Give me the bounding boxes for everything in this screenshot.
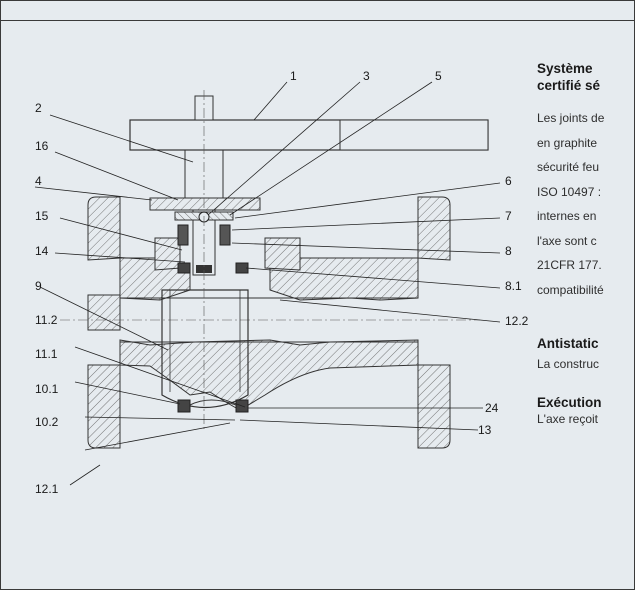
packing-right xyxy=(219,224,231,246)
paragraph-line: en graphite xyxy=(537,135,598,150)
label-10-1: 10.1 xyxy=(35,382,59,396)
seat-lower-left xyxy=(177,399,191,413)
label-12-1: 12.1 xyxy=(35,482,59,496)
label-6: 6 xyxy=(505,174,512,188)
paragraph-line: l'axe sont c xyxy=(537,233,597,248)
section-heading: Système certifié sé xyxy=(537,60,633,94)
left-flange xyxy=(87,196,121,331)
label-8-1: 8.1 xyxy=(505,279,522,293)
paragraph-line: ISO 10497 : xyxy=(537,184,602,199)
body-neck xyxy=(154,237,301,271)
body-paragraph: Les joints de en graphite sécurité feu I… xyxy=(537,106,633,302)
label-14: 14 xyxy=(35,244,49,258)
label-16: 16 xyxy=(35,139,49,153)
text-column: Système certifié sé Les joints de en gra… xyxy=(537,60,633,426)
label-4: 4 xyxy=(35,174,42,188)
label-7: 7 xyxy=(505,209,512,223)
top-rule xyxy=(1,20,634,21)
heading-line-2: certifié sé xyxy=(537,78,601,93)
handle-grip xyxy=(339,119,489,151)
label-11-2: 11.2 xyxy=(35,313,58,327)
label-5: 5 xyxy=(435,69,442,83)
label-13: 13 xyxy=(478,423,492,437)
left-flange-lower xyxy=(87,364,121,449)
heading-line-1: Système xyxy=(537,61,593,76)
execution-text: L'axe reçoit xyxy=(537,412,598,426)
paragraph-line: internes en xyxy=(537,209,597,223)
body-lower xyxy=(119,339,419,411)
paragraph-line: Les joints de xyxy=(537,111,605,125)
right-flange xyxy=(417,196,451,261)
antistatic-text: La construc xyxy=(537,357,600,371)
packing-left xyxy=(177,224,189,246)
label-2: 2 xyxy=(35,101,42,115)
antistatic-heading: Antistatic xyxy=(537,336,599,351)
label-24: 24 xyxy=(485,401,499,415)
label-1: 1 xyxy=(290,69,297,83)
paragraph-line: sécurité feu xyxy=(537,160,600,174)
ball xyxy=(161,289,249,409)
label-8: 8 xyxy=(505,244,512,258)
seat-upper-left xyxy=(177,262,191,274)
paragraph-line: compatibilité xyxy=(537,282,604,297)
label-11-1: 11.1 xyxy=(35,347,58,361)
lower-flange-plate xyxy=(149,197,261,211)
right-flange-lower xyxy=(417,364,451,449)
stem-key xyxy=(196,265,212,273)
label-10-2: 10.2 xyxy=(35,415,59,429)
label-12-2: 12.2 xyxy=(505,314,529,328)
execution-heading: Exécution xyxy=(537,395,602,410)
label-15: 15 xyxy=(35,209,49,223)
label-9: 9 xyxy=(35,279,42,293)
label-3: 3 xyxy=(363,69,370,83)
paragraph-line: 21CFR 177. xyxy=(537,258,602,272)
